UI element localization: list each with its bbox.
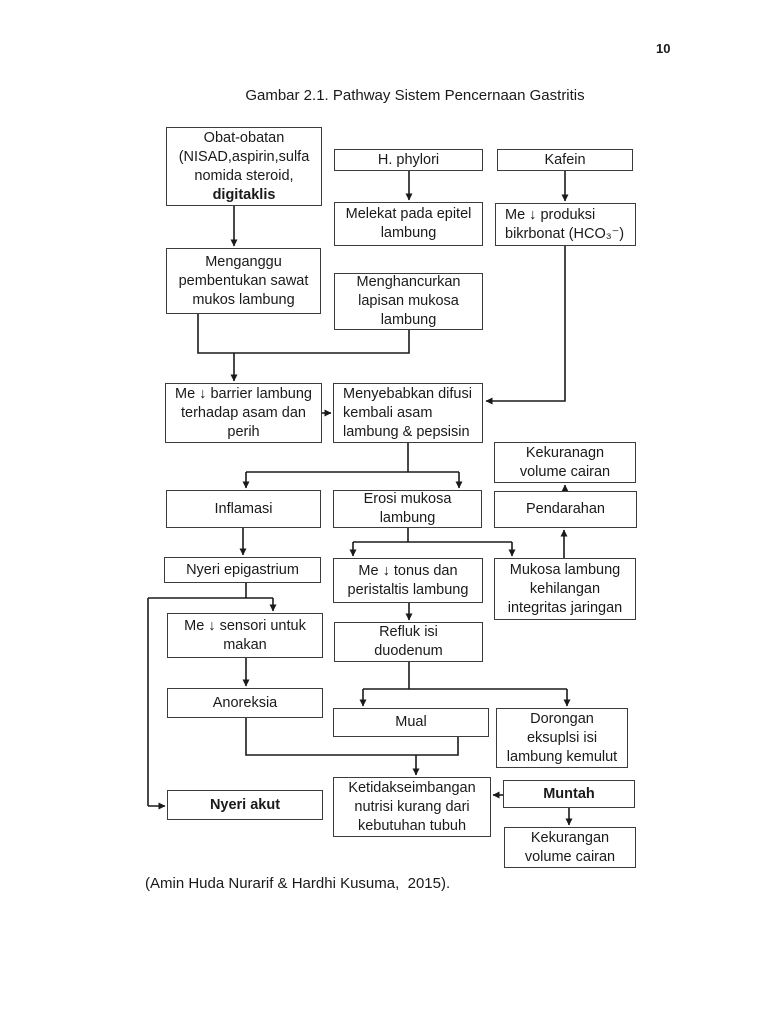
node-mual: Mual [333,708,489,737]
connector-nyeriepigastrium-branch [147,583,273,806]
node-inflamasi: Inflamasi [166,490,321,528]
node-me-produksi-bikrbonat: Me ↓ produksi bikrbonat (HCO₃⁻) [495,203,636,246]
node-me-barrier-lambung: Me ↓ barrier lambung terhadap asam dan p… [165,383,322,443]
node-menyebabkan-difusi: Menyebabkan difusi kembali asam lambung … [333,383,483,443]
node-menghancurkan-lapisan: Menghancurkan lapisan mukosa lambung [334,273,483,330]
node-nyeri-akut: Nyeri akut [167,790,323,820]
node-refluk-isi-duodenum: Refluk isi duodenum [334,622,483,662]
node-muntah: Muntah [503,780,635,808]
connector-menganggu-menghancurkan-join [197,313,410,354]
connector-anoreksia-mual-join [245,718,459,756]
node-mukosa-lambung-integritas: Mukosa lambung kehilangan integritas jar… [494,558,636,620]
page-number: 10 [656,41,671,56]
source-caption: (Amin Huda Nurarif & Hardhi Kusuma, 2015… [145,875,451,892]
node-erosi-mukosa: Erosi mukosa lambung [333,490,482,528]
node-h-phylori: H. phylori [334,149,483,171]
node-menganggu-pembentukan: Menganggu pembentukan sawat mukos lambun… [166,248,321,314]
arrow-meproduksi-to-menyebabkan [485,246,566,405]
node-dorongan-eksuplsi: Dorongan eksuplsi isi lambung kemulut [496,708,628,768]
node-obat-obatan: Obat-obatan (NISAD,aspirin,sulfa nomida … [166,127,322,206]
connector-erosi-split [353,528,512,543]
node-melekat-pada-epitel: Melekat pada epitel lambung [334,202,483,246]
node-anoreksia: Anoreksia [167,688,323,718]
node-pendarahan: Pendarahan [494,491,637,528]
node-me-sensori-untuk-makan: Me ↓ sensori untuk makan [167,613,323,658]
node-ketidakseimbangan-nutrisi: Ketidakseimbangan nutrisi kurang dari ke… [333,777,491,837]
node-kekuranagn-volume-cairan: Kekuranagn volume cairan [494,442,636,483]
diagram-title: Gambar 2.1. Pathway Sistem Pencernaan Ga… [245,87,585,104]
node-me-tonus-peristaltis: Me ↓ tonus dan peristaltis lambung [333,558,483,603]
node-obat-obatan-text: Obat-obatan (NISAD,aspirin,sulfa nomida … [178,129,310,184]
node-obat-obatan-bold-text: digitaklis [212,186,276,203]
node-kekurangan-volume-cairan: Kekurangan volume cairan [504,827,636,868]
connector-refluk-split [363,662,567,690]
node-nyeri-epigastrium: Nyeri epigastrium [164,557,321,583]
connector-menyebabkan-split [246,443,459,473]
node-kafein: Kafein [497,149,633,171]
